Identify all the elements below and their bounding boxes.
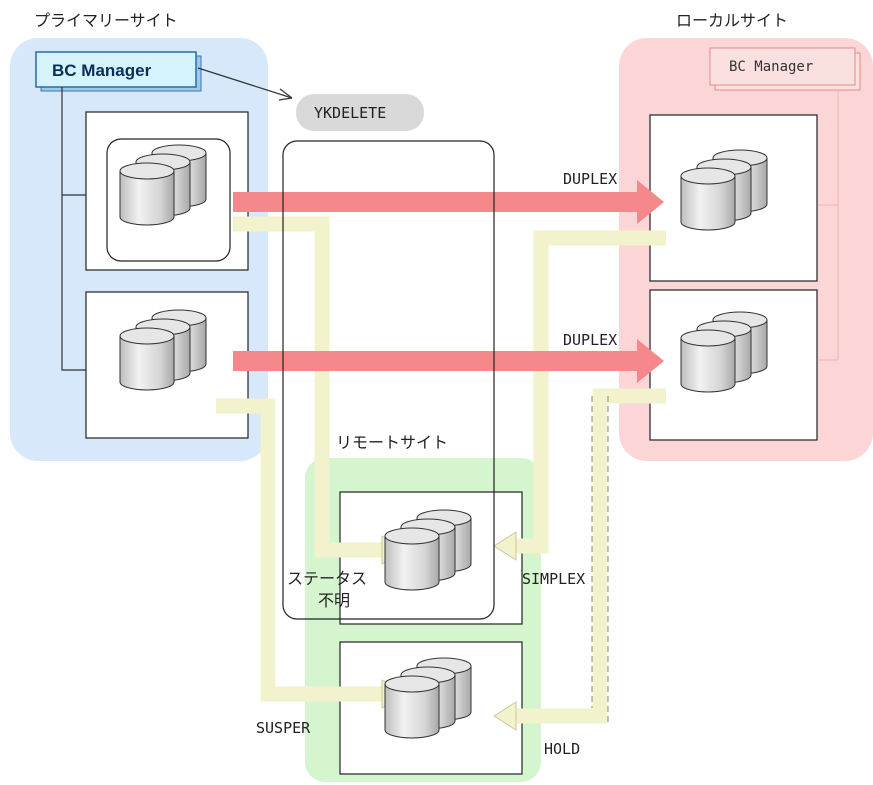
command-arrow [197,67,293,99]
local-bc-manager-label: BC Manager [729,59,813,75]
status-simplex: SIMPLEX [522,570,585,588]
primary-site-title: プライマリーサイト [34,11,178,30]
status-unknown-line1: ステータス [287,569,367,588]
primary-bc-manager-box [35,51,197,88]
cross-arrow-primary1-to-remote1 [233,216,382,558]
copy-arrow-2-shaft [233,351,637,371]
local-bc-manager-box [709,47,856,86]
status-duplex-top: DUPLEX [563,170,617,188]
local-site-title: ローカルサイト [676,11,788,30]
ykdelete-scope-inner [106,138,231,262]
primary-connector [61,87,86,371]
copy-arrow-1-head [637,180,664,224]
cross-arrow-local1-to-remote1-head [493,531,517,561]
copy-arrow-2-head [637,339,664,383]
primary-bc-manager-label: BC Manager [52,61,152,80]
cross-arrow-local1-to-remote1 [516,230,666,554]
cross-arrow-local2-to-remote2-head [493,701,517,731]
status-duplex-bottom: DUPLEX [563,331,617,349]
remote-site-title: リモートサイト [336,433,448,452]
command-pill [296,94,424,131]
ykdelete-scope-outer [282,140,495,620]
command-label: YKDELETE [314,104,386,122]
command-arrow-head [278,88,293,101]
status-susper: SUSPER [256,719,311,737]
cross-arrow-local2-to-remote2 [516,388,666,724]
status-hold: HOLD [544,740,580,758]
local-connector [818,90,839,361]
cross-arrow-local2-dashed [591,396,609,722]
copy-arrow-1-shaft [233,192,637,212]
status-unknown-line2: 不明 [318,591,350,610]
cross-arrow-primary2-to-remote2 [216,398,382,702]
